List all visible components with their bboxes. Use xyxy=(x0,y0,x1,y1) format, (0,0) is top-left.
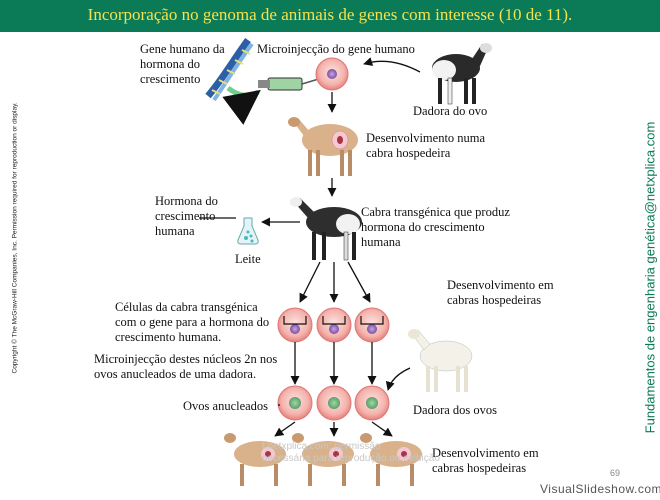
enucleated-egg-row xyxy=(277,385,390,421)
label-desenvolvimento-cabra: Desenvolvimento numa cabra hospedeira xyxy=(366,131,486,160)
label-ovos-anucleados: Ovos anucleados xyxy=(183,399,269,413)
egg-row-cells xyxy=(277,307,390,343)
label-celulas: Células da cabra transgénica com o gene … xyxy=(115,300,270,344)
faint-permission-text: t netxplica.com: permissão necessária pa… xyxy=(262,441,440,464)
label-dadora-ovos: Dadora dos ovos xyxy=(413,403,498,417)
label-leite: Leite xyxy=(235,252,261,266)
label-microinjeccao-nucleos: Microinjecção destes núcleos 2n nos ovos… xyxy=(94,352,278,381)
flask-icon xyxy=(237,217,259,245)
label-gene-humano: Gene humano da hormona do crescimento xyxy=(140,42,225,86)
label-desenvolvimento-final: Desenvolvimento em cabras hospedeiras xyxy=(432,446,539,475)
goat-transgenic xyxy=(290,197,362,261)
copyright-vertical: Copyright © The McGraw-Hill Companies, I… xyxy=(11,102,19,374)
goat-egg-donor-white xyxy=(408,329,473,392)
label-hormona-humana: Hormona do crescimento humana xyxy=(155,194,218,238)
label-dadora-ovo: Dadora do ovo xyxy=(413,104,488,118)
label-desenvolvimento-em: Desenvolvimento em cabras hospedeiras xyxy=(447,278,554,307)
side-brand-vertical: Fundamentos de engenharia genética@netxp… xyxy=(642,121,658,434)
goat-donor-black-white xyxy=(432,43,492,105)
label-cabra-transgenica: Cabra transgénica que produz hormona do … xyxy=(361,205,510,249)
watermark: VisualSlideshow.com xyxy=(540,482,660,496)
goat-hosts-bottom xyxy=(224,433,422,486)
slide-title: Incorporação no genoma de animais de gen… xyxy=(87,5,573,24)
title-bar xyxy=(0,0,660,32)
page-number: 69 xyxy=(610,468,621,478)
goat-host xyxy=(288,117,358,176)
syringe-icon xyxy=(258,77,323,91)
dna-helix-icon xyxy=(205,37,261,125)
label-microinjeccao: Microinjecção do gene humano xyxy=(257,42,415,56)
flow-arrows xyxy=(199,57,421,437)
